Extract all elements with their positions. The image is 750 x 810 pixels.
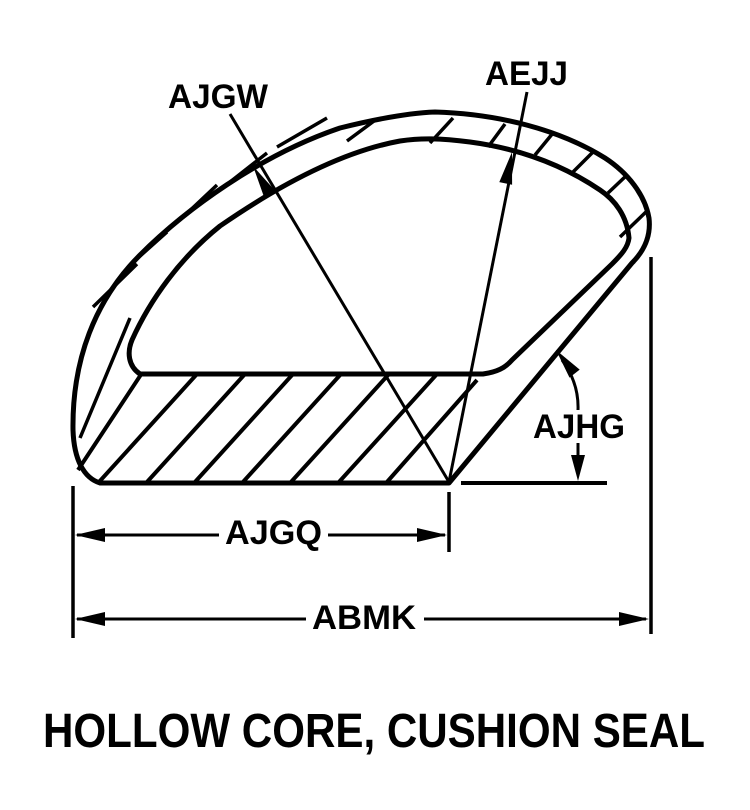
ajgq-right-arrowhead-icon — [417, 528, 447, 542]
label-aejj: AEJJ — [485, 55, 568, 93]
ajgw-leader-line — [228, 113, 451, 483]
ajgw-arrowhead-icon — [253, 166, 276, 198]
seal-hollow-core-cavity — [126, 136, 632, 377]
abmk-left-arrowhead-icon — [75, 612, 105, 626]
ajgq-left-arrowhead-icon — [75, 528, 105, 542]
base-block-hatch-lines — [76, 371, 479, 484]
aejj-leader-line — [447, 91, 529, 483]
label-abmk: ABMK — [312, 599, 416, 637]
shell-hatch-ticks — [78, 116, 650, 439]
label-ajgw: AJGW — [168, 78, 269, 116]
aejj-arrowhead-icon — [499, 152, 513, 185]
angle-down-arrowhead-icon — [571, 455, 585, 481]
diagram-title: HOLLOW CORE, CUSHION SEAL — [43, 705, 705, 758]
label-ajgq: AJGQ — [225, 514, 322, 552]
abmk-right-arrowhead-icon — [619, 612, 649, 626]
label-ajhg: AJHG — [533, 408, 625, 446]
angle-arc-arrowhead-icon — [556, 350, 580, 378]
